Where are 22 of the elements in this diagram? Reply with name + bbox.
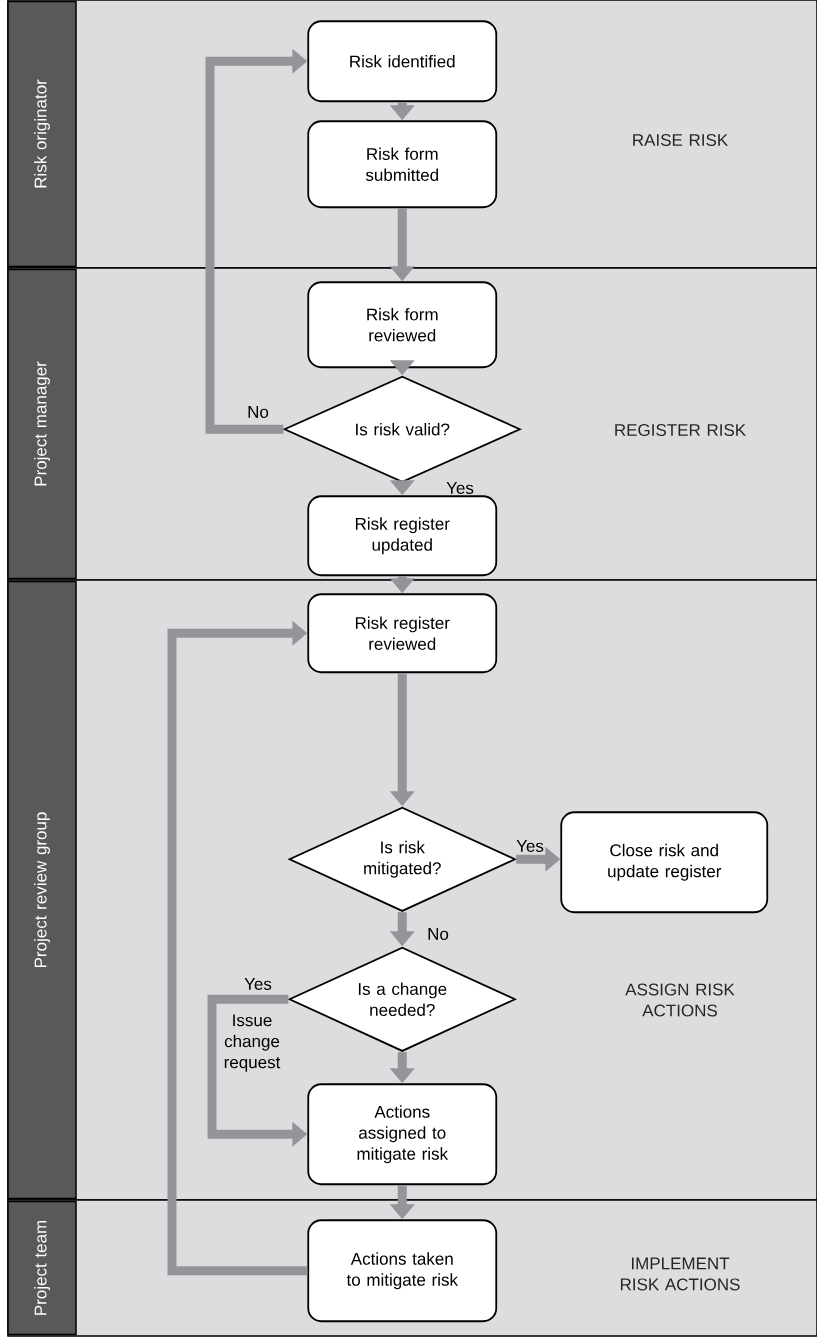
process-box: Risk identified xyxy=(307,20,498,103)
process-box: Close risk and update register xyxy=(560,811,769,914)
lane-header: Project team xyxy=(7,1200,77,1336)
lane-header: Risk originator xyxy=(7,0,77,268)
edge-label: Yes xyxy=(244,978,272,990)
process-box: Actions assigned to mitigate risk xyxy=(307,1083,498,1186)
process-box: Risk register reviewed xyxy=(307,593,498,674)
arrow xyxy=(167,620,308,1276)
process-box: Actions taken to mitigate risk xyxy=(307,1219,498,1323)
process-box: Risk form reviewed xyxy=(307,281,498,369)
edge-label: Yes xyxy=(446,482,474,494)
phase-label: IMPLEMENT RISK ACTIONS xyxy=(620,1257,740,1291)
process-box: Risk form submitted xyxy=(307,120,498,209)
edge-label: No xyxy=(248,406,269,418)
process-box: Risk register updated xyxy=(307,495,498,577)
lane-header: Project manager xyxy=(7,268,77,580)
phase-label: ASSIGN RISK ACTIONS xyxy=(625,983,735,1017)
note-label: Issue change request xyxy=(224,1014,281,1072)
edge-label: Yes xyxy=(516,840,544,852)
edge-label: No xyxy=(428,928,449,940)
phase-label: REGISTER RISK xyxy=(615,424,746,437)
phase-label: RAISE RISK xyxy=(633,134,728,147)
